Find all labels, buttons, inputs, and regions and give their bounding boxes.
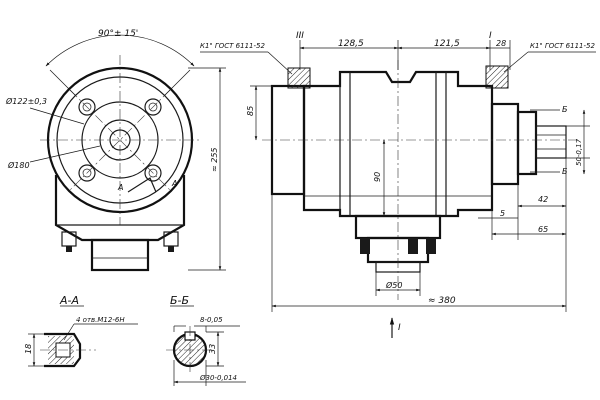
mark-b-top: Б — [562, 105, 568, 114]
section-bb-dim-8: 8-0,05 — [200, 316, 223, 324]
dim-5: 5 — [500, 209, 505, 218]
mark-iii: III — [296, 31, 304, 41]
section-aa-dim-18: 18 — [24, 344, 33, 354]
dim-28: 28 — [496, 39, 506, 48]
dia-outer-label: Ø122±0,3 — [5, 96, 47, 106]
std-left-label: К1" ГОСТ 6111-52 — [200, 42, 265, 50]
section-bb-dim-30: Ø30-0,014 — [199, 374, 237, 382]
dim-85: 85 — [246, 106, 255, 116]
side-right-cap — [490, 102, 520, 186]
section-bb-dim-33: 33 — [208, 344, 217, 354]
dim-shaft: 50-0,17 — [575, 138, 583, 166]
right-port-hatch — [485, 65, 509, 89]
side-right-boss — [516, 110, 538, 176]
dim-50: Ø50 — [385, 280, 402, 290]
mark-i-bottom: I — [398, 323, 401, 333]
section-aa-title: А-А — [59, 294, 79, 307]
dim-90: 90 — [373, 172, 382, 182]
side-view: 128,5 121,5 28 К1" ГОСТ 6111-52 К1" ГОСТ… — [200, 31, 596, 338]
std-right-label: К1" ГОСТ 6111-52 — [530, 42, 595, 50]
bolt-holes — [78, 98, 162, 182]
section-aa: А-А 18 4 отв.М12-6Н — [24, 294, 138, 368]
section-mark-a: A — [117, 183, 123, 192]
dim-right-length: 121,5 — [434, 39, 460, 49]
dim-42: 42 — [538, 195, 548, 204]
mark-i-top: I — [489, 31, 492, 41]
height-dimension: ≈ 255 — [210, 147, 219, 172]
section-bb-title: Б-Б — [170, 294, 189, 307]
mark-b-bottom: Б — [562, 167, 568, 176]
front-view: A A 90°± 15' Ø122±0,3 Ø180 ≈ 255 — [5, 29, 226, 272]
front-bottom-boss — [90, 238, 150, 272]
left-port-hatch — [287, 67, 311, 89]
section-aa-outline — [44, 332, 82, 368]
dim-65: 65 — [538, 225, 548, 234]
shaft-end — [535, 125, 567, 159]
section-aa-thread: 4 отв.М12-6Н — [76, 316, 125, 324]
svg-text:A: A — [171, 179, 177, 188]
angle-dimension: 90°± 15' — [98, 29, 138, 39]
total-length: ≈ 380 — [428, 296, 456, 306]
dim-left-length: 128,5 — [338, 39, 364, 49]
section-bb: Б-Б 8-0,05 33 Ø30-0,014 — [166, 294, 246, 386]
dia-inner-label: Ø180 — [7, 160, 30, 170]
